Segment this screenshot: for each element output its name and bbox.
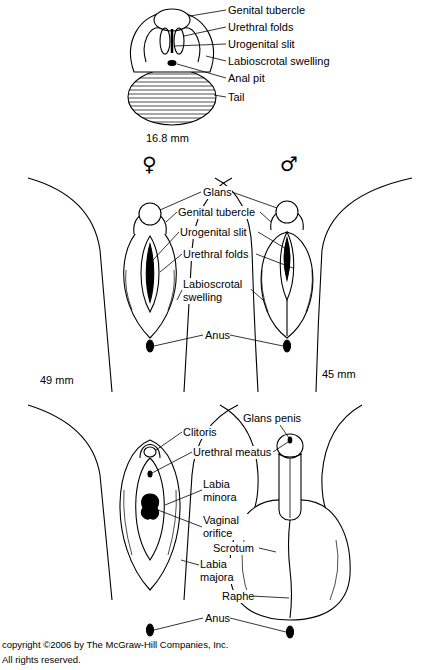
clitoral-hood: [140, 445, 160, 459]
leader-line: [177, 290, 182, 300]
leader-line: [174, 44, 226, 46]
leader-line: [152, 452, 192, 473]
urethral-meatus: [148, 471, 152, 477]
part-label: Tail: [228, 91, 245, 104]
raphe-line: [289, 520, 292, 618]
part-label: Raphe: [222, 590, 254, 603]
part-label: Vaginal orifice: [203, 514, 248, 540]
leader-line: [280, 425, 289, 438]
part-label: Labioscrotal swelling: [183, 278, 251, 304]
leader-line: [256, 254, 293, 268]
leader-line: [181, 560, 199, 565]
urethral-folds: [141, 236, 159, 312]
thigh-contour: [316, 178, 412, 392]
part-label: Labia minora: [203, 478, 243, 504]
part-label: Scrotum: [213, 542, 254, 555]
part-label: Genital tubercle: [228, 4, 305, 17]
leader-line: [273, 442, 288, 452]
leader-line: [158, 510, 202, 527]
shading-line: [124, 490, 132, 555]
raphe-line: [286, 300, 287, 336]
leader-line: [259, 548, 276, 552]
anus: [147, 624, 154, 636]
leader-line: [154, 335, 203, 346]
part-label: Anus: [205, 612, 230, 625]
leader-line: [258, 232, 288, 250]
thigh-contour: [28, 405, 112, 600]
anus: [147, 340, 154, 352]
swelling-contour: [144, 28, 160, 62]
raphe-line: [290, 458, 291, 518]
shading-line: [126, 270, 132, 310]
urethral-fold: [174, 28, 184, 54]
tail: [128, 69, 216, 125]
thigh-contour: [322, 405, 362, 515]
labioscrotal-swelling: [124, 222, 177, 338]
copyright-note: copyright ©2006 by The McGraw-Hill Compa…: [2, 637, 238, 667]
part-label: Genital tubercle: [178, 206, 255, 219]
leader-line: [166, 212, 177, 222]
part-label: Clitoris: [183, 426, 217, 439]
leader-line: [230, 335, 283, 346]
sex-symbol: ♂: [280, 153, 298, 175]
urogenital-slit: [284, 238, 290, 280]
leader-line: [251, 596, 289, 598]
leader-line: [206, 56, 226, 61]
leader-line: [177, 64, 226, 78]
leader-line: [230, 618, 286, 632]
sex-symbol: ♀: [142, 153, 157, 175]
part-label: Urogenital slit: [180, 226, 247, 239]
part-label: Glans: [203, 186, 232, 199]
shading-line: [330, 540, 338, 600]
corona-line: [278, 454, 302, 457]
part-label: Glans penis: [243, 412, 301, 425]
leader-line: [160, 254, 182, 272]
part-label: Urethral meatus: [193, 446, 271, 459]
leader-lines: [152, 10, 293, 632]
shading-line: [262, 270, 268, 312]
vaginal-orifice: [141, 494, 158, 519]
leader-line: [190, 10, 226, 16]
leader-line: [156, 432, 182, 450]
part-label: Labia majora: [200, 558, 240, 584]
shading-line: [168, 490, 176, 555]
leader-line: [165, 490, 202, 505]
size-label: 45 mm: [322, 368, 356, 381]
shading-line: [168, 270, 174, 310]
urethral-fold: [160, 28, 170, 54]
glans: [276, 201, 298, 223]
glans: [139, 203, 161, 225]
embryo-16mm: [128, 9, 216, 125]
shading-line: [306, 270, 312, 312]
leader-line: [260, 212, 271, 222]
glans-penis: [277, 434, 303, 458]
size-label: 49 mm: [40, 374, 74, 387]
part-label: Urogenital slit: [228, 38, 295, 51]
part-label: Urethral folds: [183, 248, 248, 261]
leader-line: [154, 618, 203, 630]
urogenital-slit: [171, 29, 174, 53]
anus: [287, 626, 294, 638]
part-label: Labioscrotal swelling: [228, 55, 330, 68]
leader-line: [184, 27, 226, 36]
thigh-contour: [28, 178, 112, 392]
genital-tubercle: [154, 9, 190, 31]
anal-pit: [168, 61, 176, 66]
part-label: Anus: [205, 329, 230, 342]
leader-line: [214, 95, 226, 97]
part-label: Urethral folds: [228, 21, 293, 34]
labioscrotal-swelling: [261, 232, 313, 338]
part-label: Anal pit: [228, 72, 265, 85]
leader-line: [153, 232, 179, 260]
urogenital-slit: [146, 244, 154, 302]
clitoris: [144, 447, 156, 457]
size-label: 16.8 mm: [146, 132, 189, 145]
penis-shaft: [279, 446, 301, 520]
labia-minora: [136, 458, 165, 560]
anus: [284, 340, 291, 352]
